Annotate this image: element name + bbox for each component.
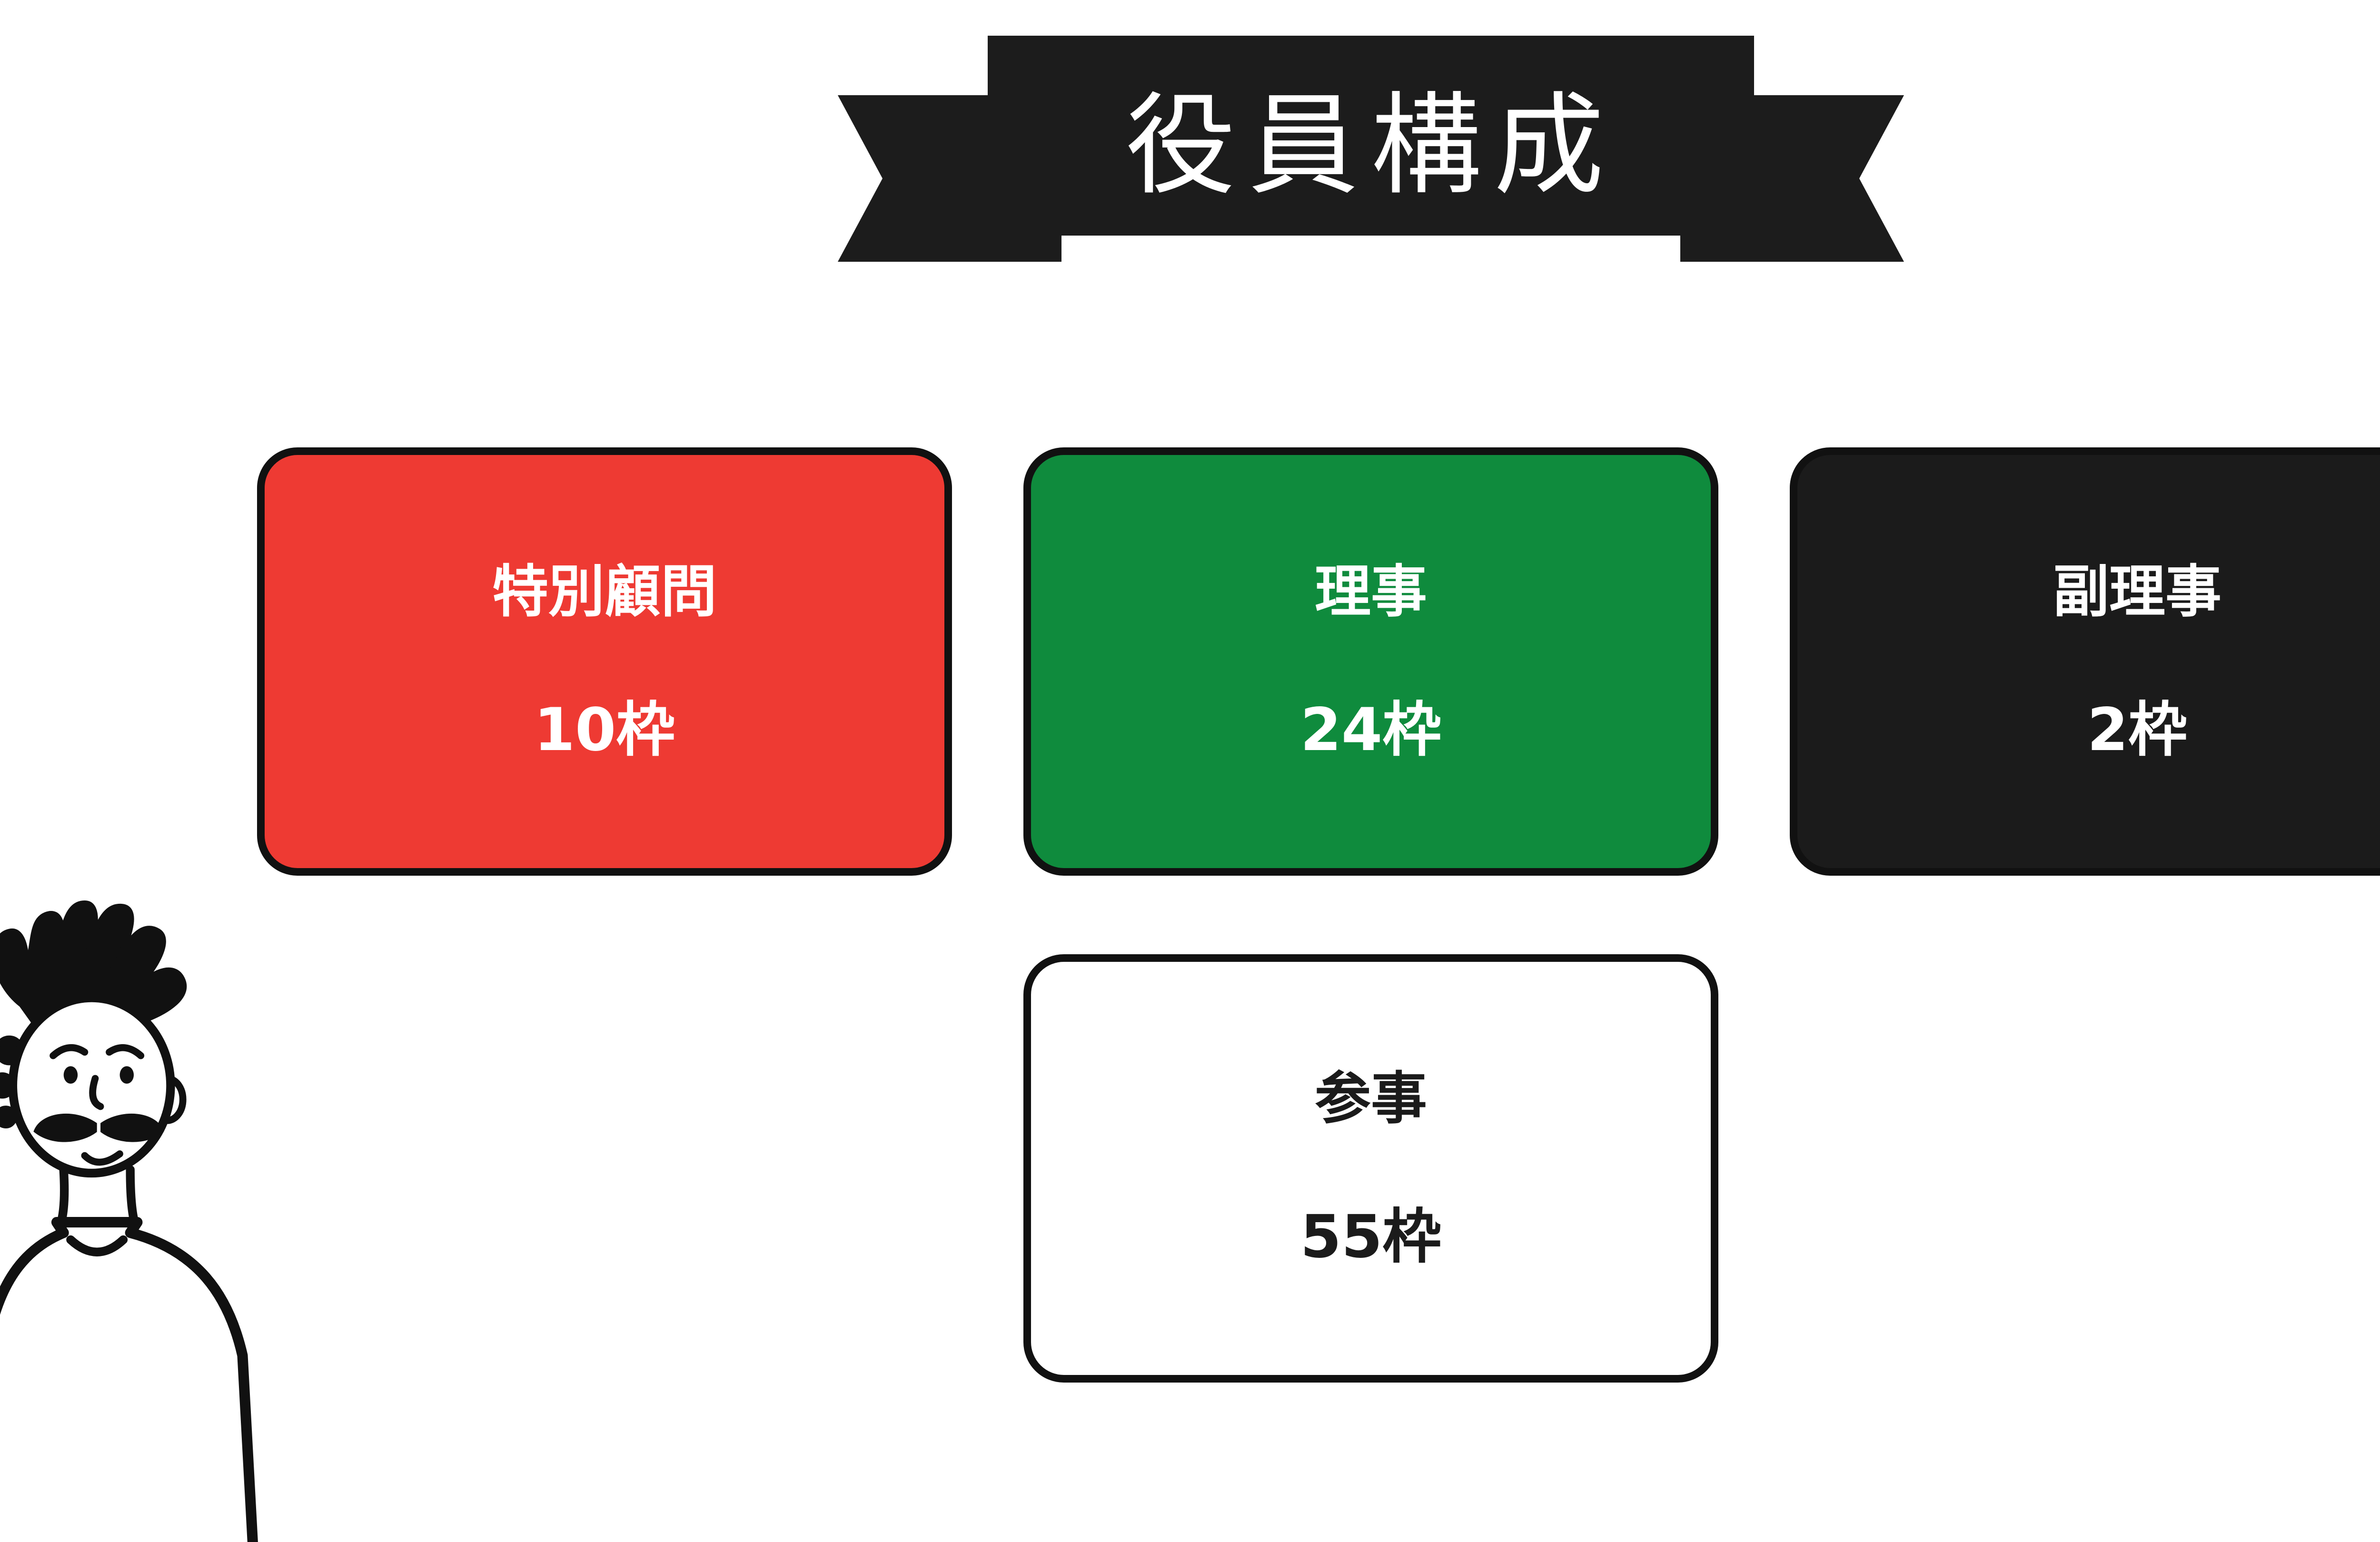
- card-title: 理事: [1314, 559, 1427, 624]
- card-counselor: 参事 55枠: [1023, 954, 1718, 1383]
- page-title: 役員構成: [1125, 81, 1616, 210]
- banner-title-plate: 役員構成: [988, 36, 1754, 236]
- card-title: 副理事: [2053, 559, 2221, 624]
- card-special-advisor: 特別顧問 10枠: [257, 447, 952, 876]
- title-ribbon-banner: 役員構成: [838, 36, 1904, 269]
- card-director: 理事 24枠: [1023, 447, 1718, 876]
- card-slot-count: 2枠: [2087, 696, 2188, 764]
- card-title: 特別顧問: [492, 559, 717, 624]
- man-line-art-icon: [0, 900, 258, 1542]
- card-slot-count: 24枠: [1300, 696, 1442, 764]
- card-slot-count: 55枠: [1300, 1203, 1442, 1271]
- card-vice-director: 副理事 2枠: [1790, 447, 2380, 876]
- card-title: 参事: [1314, 1066, 1427, 1131]
- card-slot-count: 10枠: [534, 696, 675, 764]
- man-illustration: [0, 879, 338, 1542]
